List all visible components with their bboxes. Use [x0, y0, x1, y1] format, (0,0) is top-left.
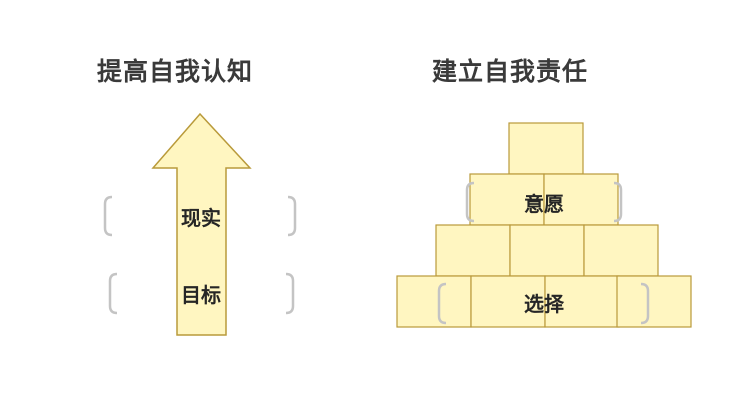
block-r4-2: [470, 275, 546, 328]
bracket-left-goal: [108, 272, 118, 315]
left-title: 提高自我认知: [97, 57, 254, 86]
block-r3-2: [509, 224, 585, 277]
block-r3-1: [435, 224, 511, 277]
block-r3-3: [583, 224, 659, 277]
bracket-right-willingness: [613, 181, 623, 223]
block-pyramid: [396, 122, 692, 328]
bracket-left-willingness: [465, 181, 475, 223]
block-r4-1: [396, 275, 472, 328]
bracket-right-reality: [287, 195, 297, 237]
right-title: 建立自我责任: [432, 57, 589, 86]
label-goal: 目标: [181, 283, 221, 307]
block-r1-1: [508, 122, 584, 175]
label-choice: 选择: [524, 292, 565, 316]
label-willingness: 意愿: [524, 192, 564, 216]
bracket-right-choice: [640, 282, 650, 325]
block-r4-4: [616, 275, 692, 328]
bracket-left-choice: [437, 282, 447, 325]
up-arrow: [151, 112, 252, 336]
bracket-right-goal: [285, 272, 295, 315]
label-reality: 现实: [181, 206, 221, 230]
bracket-left-reality: [103, 195, 113, 237]
